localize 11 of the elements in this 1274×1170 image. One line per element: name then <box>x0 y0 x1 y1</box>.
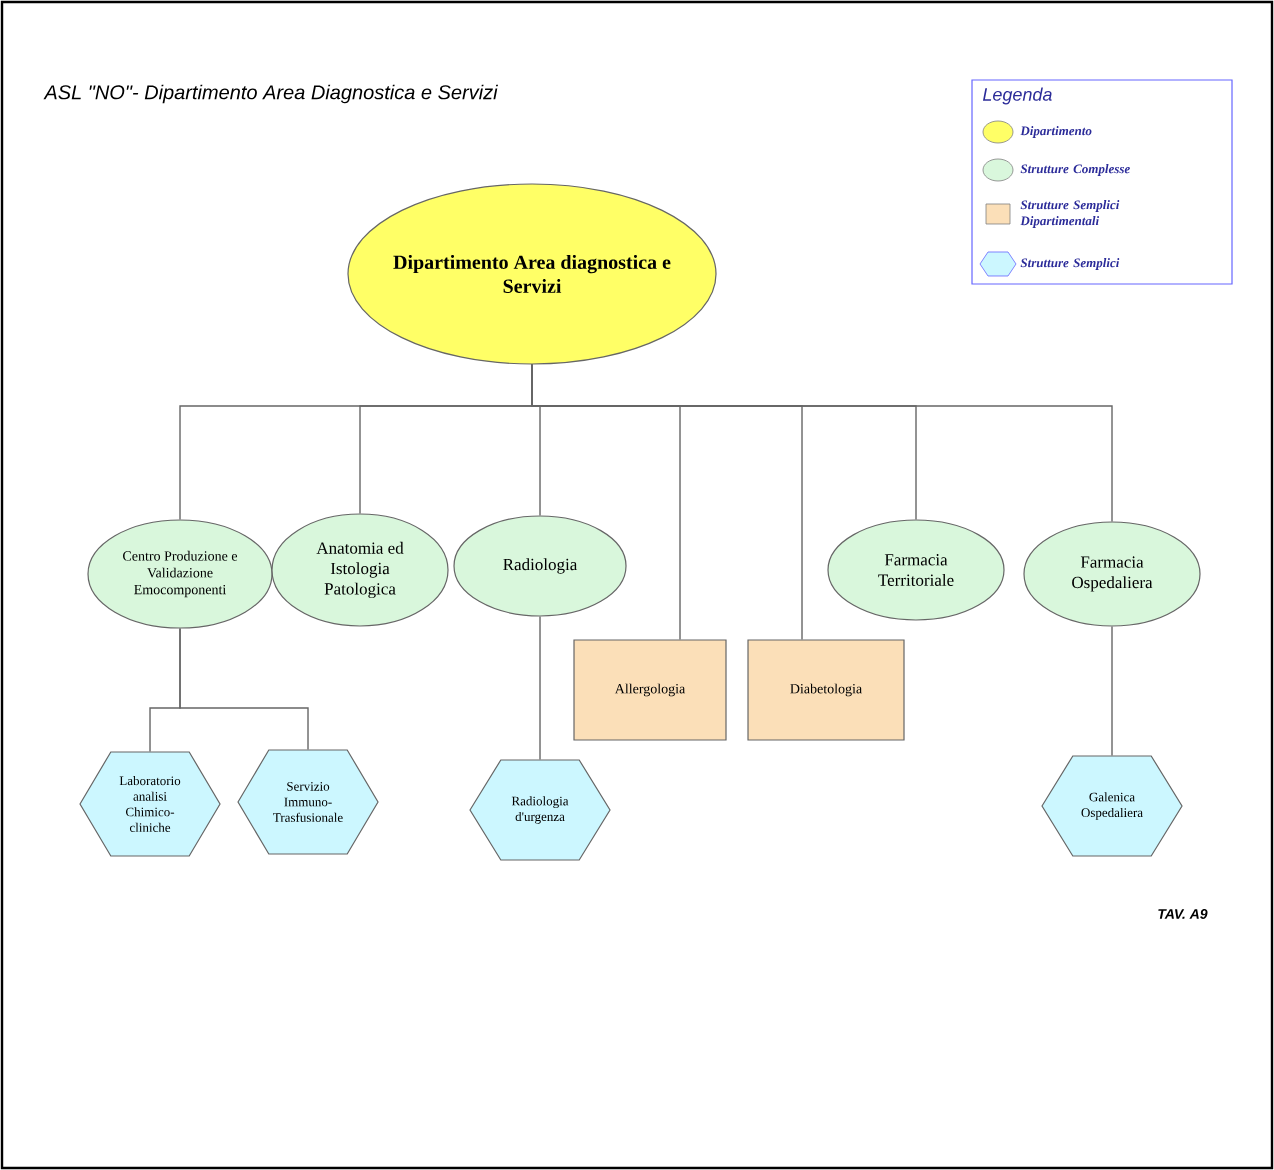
connector-line <box>539 615 541 761</box>
legend-heading: Legenda <box>982 87 1052 105</box>
connector-line <box>531 363 1113 523</box>
title: ASL "NO"- Dipartimento Area Diagnostica e Servizi <box>43 84 499 104</box>
ellipse-node: Farmacia Territoriale <box>827 519 1005 621</box>
connector-line <box>1111 625 1113 757</box>
connector-line <box>179 627 309 751</box>
ellipse-node: Farmacia Ospedaliera <box>1023 521 1201 627</box>
ellipse-node: Anatomia ed Istologia Patologica <box>271 513 449 627</box>
ellipse-node: Radiologia <box>453 515 627 617</box>
ellipse-node: Dipartimento Area diagnostica e Servizi <box>347 183 717 365</box>
